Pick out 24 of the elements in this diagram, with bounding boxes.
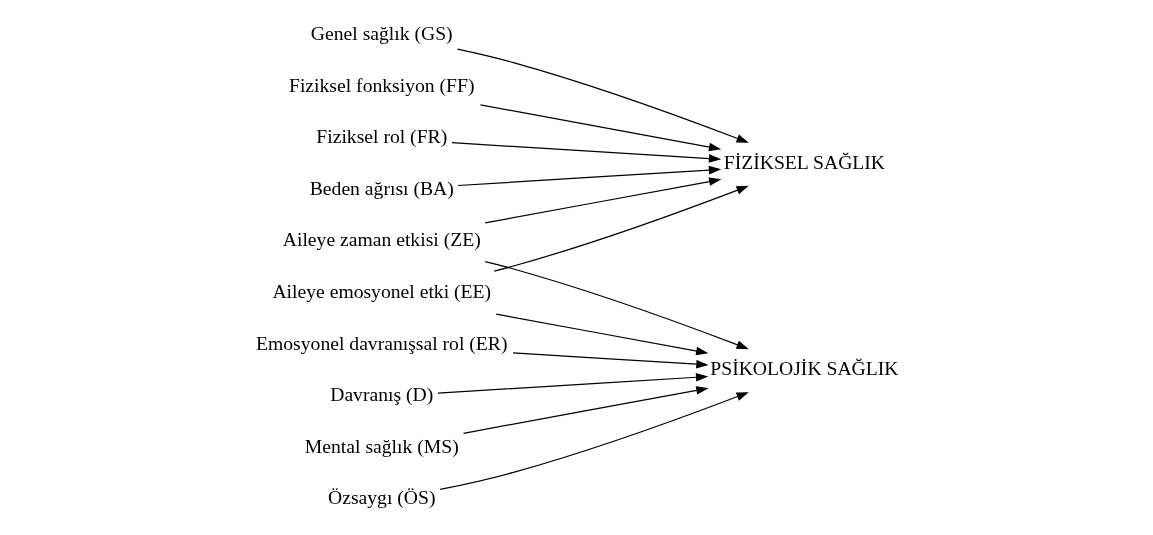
node-text: Aileye emosyonel etki (EE) (272, 279, 492, 302)
node-text: Aileye zaman etkisi (ZE) (282, 228, 481, 251)
node-text: FİZİKSEL SAĞLIK (723, 150, 886, 173)
arrow (437, 373, 709, 394)
node-text: Genel sağlık (GS) (310, 21, 453, 44)
arrow (495, 313, 709, 356)
arrow (493, 185, 749, 272)
arrow (457, 165, 722, 187)
node-text: Özsaygı (ÖS) (328, 486, 436, 509)
node-text: Mental sağlık (MS) (304, 434, 459, 457)
arrow (456, 48, 749, 143)
node-text: Emosyonel davranışsal rol (ER) (256, 331, 508, 354)
arrow (484, 177, 722, 224)
arrow (439, 392, 749, 491)
arrow (451, 142, 722, 163)
node-text: Beden ağrısı (BA) (309, 176, 454, 199)
arrow (479, 104, 722, 152)
node-text: Fiziksel rol (FR) (316, 125, 448, 148)
arrow (462, 386, 709, 434)
node-text: PSİKOLOJİK SAĞLIK (710, 357, 899, 380)
arrow (512, 352, 709, 369)
node-text: Fiziksel fonksiyon (FF) (289, 73, 475, 96)
node-text: Davranış (D) (330, 383, 434, 406)
arrow (484, 261, 749, 350)
